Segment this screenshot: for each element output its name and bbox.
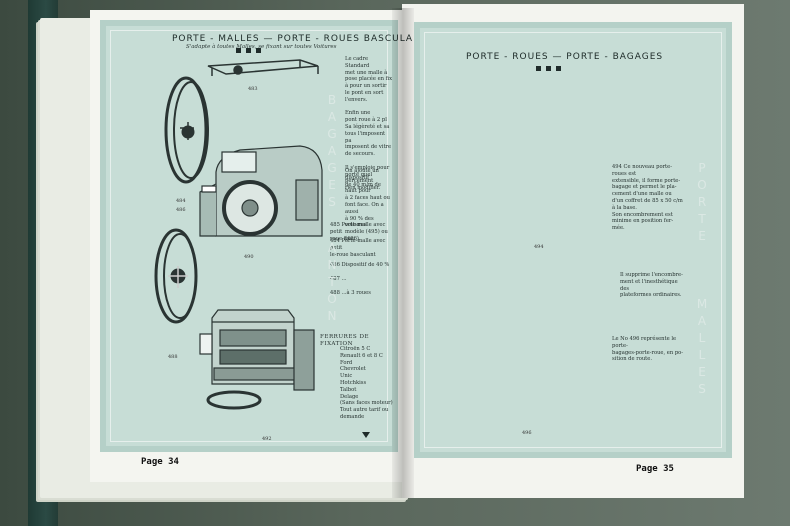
figure-number: 486 (176, 207, 186, 213)
right-page-title: PORTE - ROUES — PORTE - BAGAGES (466, 52, 664, 62)
figure-number: 496 (522, 430, 532, 436)
right-description-b: Il supprime l'encombre- ment et l'inesth… (620, 272, 683, 299)
fittings-list: Citroën 5 C Renault 6 et 8 C Ford Chevro… (340, 346, 393, 420)
left-page-title: PORTE - MALLES — PORTE - ROUES BASCULANT (172, 34, 428, 44)
list-item: 488 ...à 3 roues (330, 290, 371, 296)
triangle-ornament (362, 432, 370, 438)
figure-number: 490 (244, 254, 254, 260)
book-gutter-shadow (392, 8, 414, 498)
wheel-side-illustration (154, 228, 198, 324)
right-title-ornament (536, 66, 561, 71)
list-item: 487 ... (330, 276, 347, 282)
list-item: 486 Dispositif de 40 % (330, 262, 390, 268)
figure-number: 488 (168, 354, 178, 360)
right-description-a: 494 Ce nouveau porte-roues est extensibl… (612, 164, 683, 232)
figure-number: 484 (176, 198, 186, 204)
trunk-illustration (199, 309, 315, 410)
figure-number: 494 (534, 244, 544, 250)
figure-number: 492 (262, 436, 272, 442)
left-description-mid: On ajoute un dispositif de 40 m/m de hau… (345, 168, 390, 242)
right-watermark-lower: MALLES (696, 297, 708, 396)
left-watermark-lower: ANTON (327, 241, 337, 323)
right-description-c: Le No 496 représente le porte- bagages-p… (612, 336, 684, 363)
right-watermark: PORTE (697, 161, 707, 243)
left-description-top: Le cadre Standard met une malle à pose p… (345, 56, 393, 192)
left-page-number: Page 34 (141, 457, 179, 467)
fittings-heading: FERRURES DE FIXATION (320, 334, 370, 347)
car-rear-illustration (199, 145, 323, 237)
left-title-ornament (236, 48, 261, 53)
rack-illustration (207, 59, 319, 76)
right-page-number: Page 35 (636, 464, 674, 474)
left-watermark: BAGAGES (327, 93, 337, 209)
spare-wheel-illustration (164, 76, 209, 184)
right-page-panel (414, 22, 732, 458)
list-item: 484 Porte-malle avec petit le-roue bascu… (330, 238, 386, 258)
figure-number: 483 (248, 86, 258, 92)
list-item: 485 Porte-malle avec petit roue fixe. (330, 222, 386, 242)
left-page-subtitle: S'adapte à toutes Malles, se fixant sur … (186, 44, 337, 50)
